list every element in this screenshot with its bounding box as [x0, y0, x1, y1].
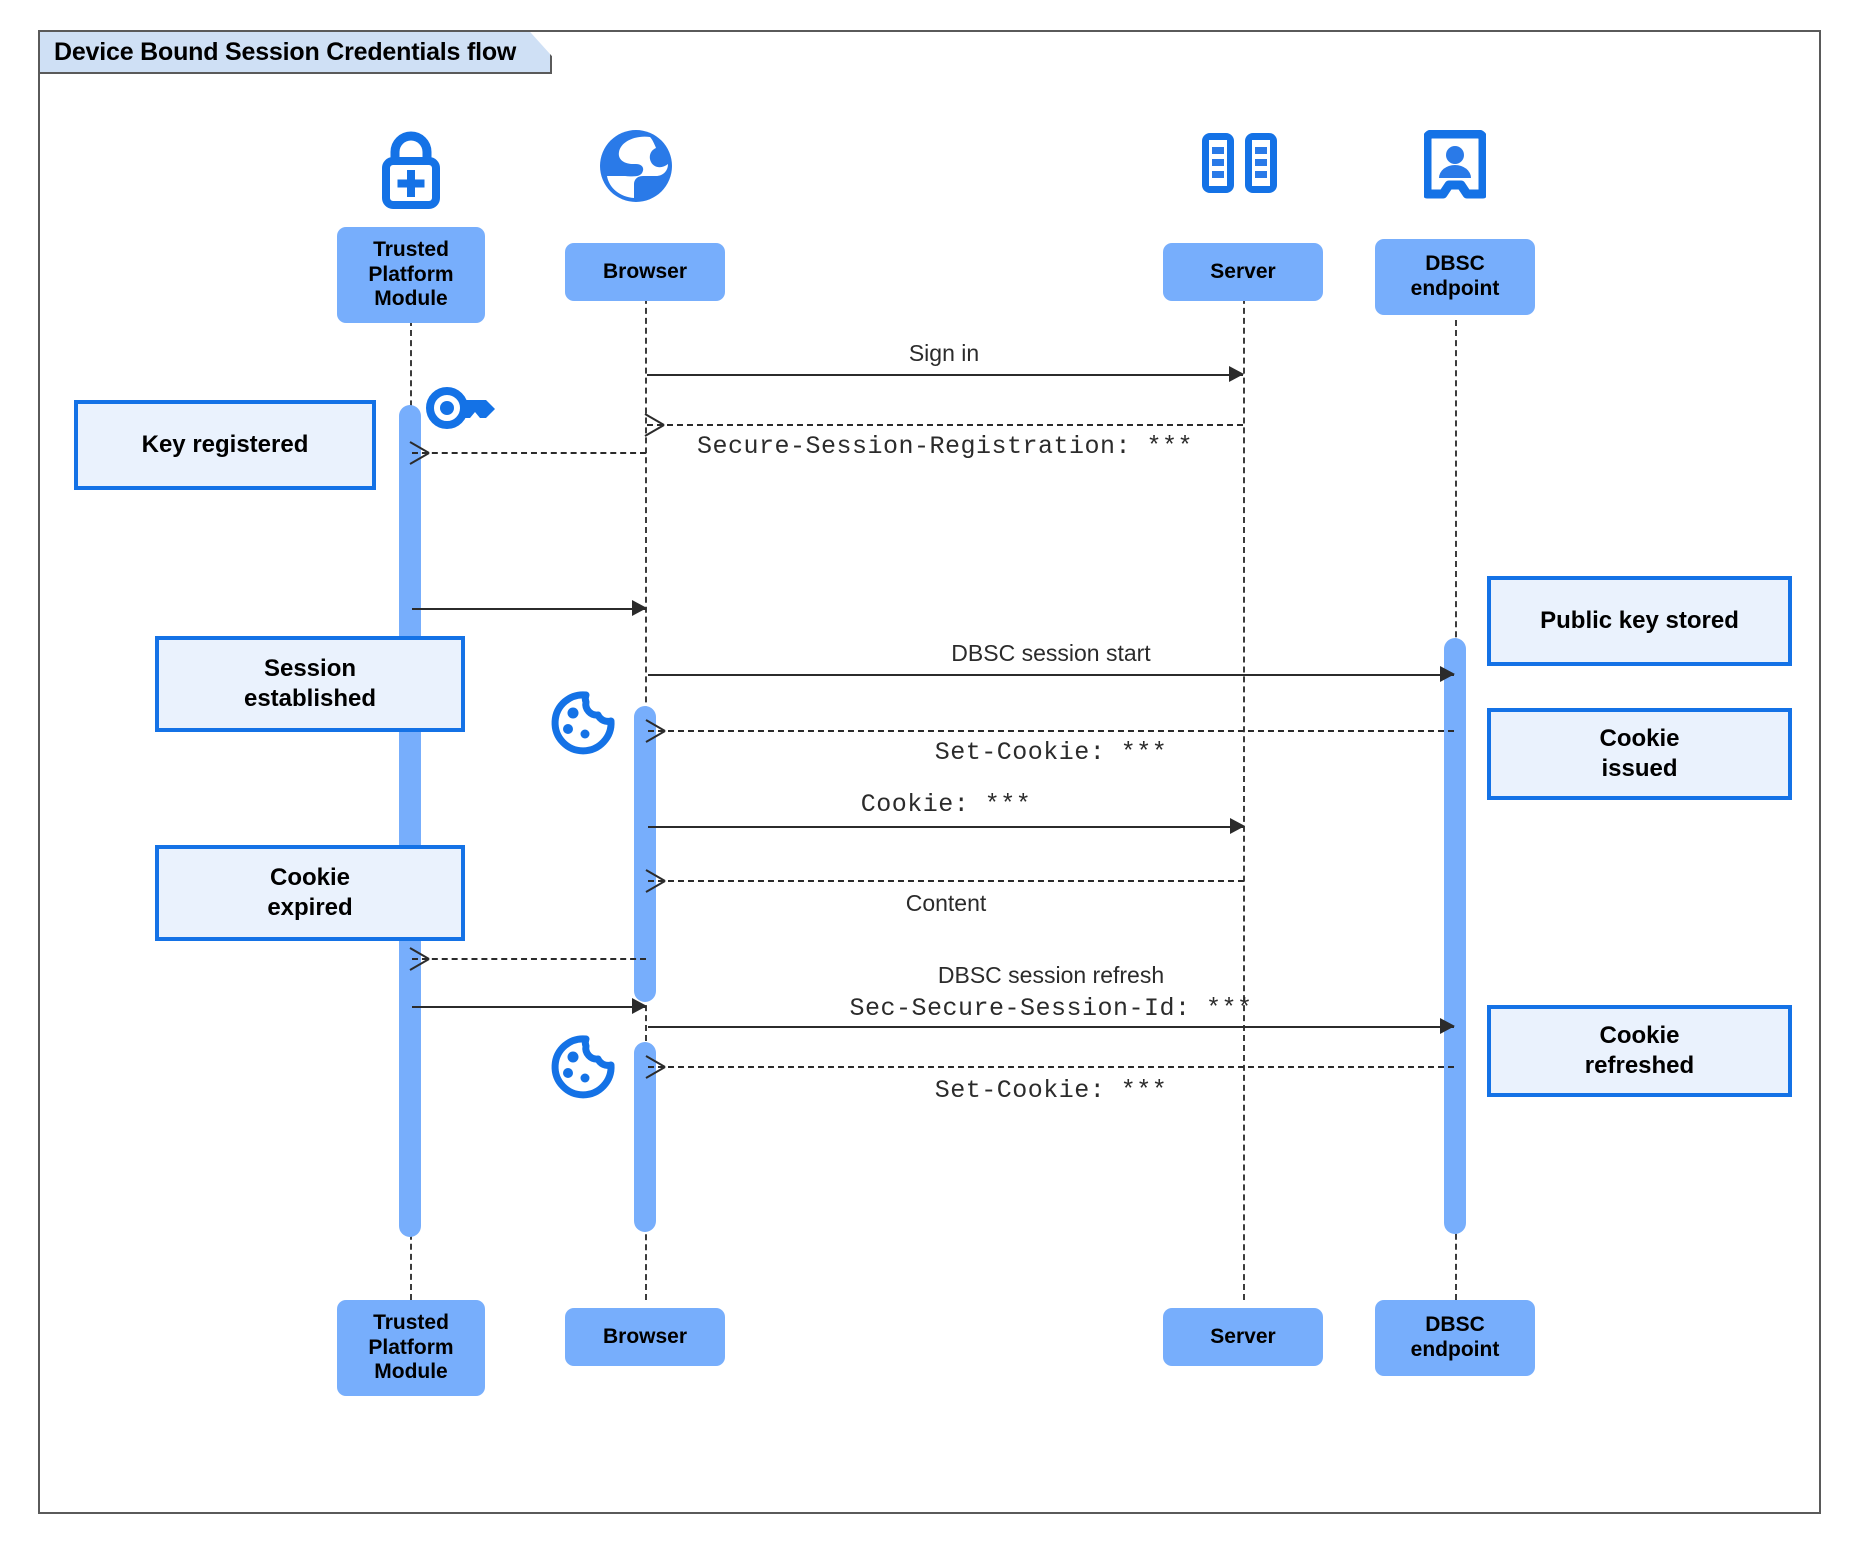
message-label-secure-session-registration: Secure-Session-Registration: ***: [696, 432, 1194, 461]
cookie-icon: [548, 1034, 616, 1105]
note-cookie-issued: Cookie issued: [1487, 708, 1792, 800]
participant-dbsc-bottom[interactable]: DBSC endpoint: [1375, 1300, 1535, 1376]
message-label-dbsc-session-refresh: DBSC session refresh: [937, 962, 1165, 988]
lock-plus-icon: [368, 128, 454, 215]
globe-icon: [596, 126, 676, 211]
note-cookie-refreshed: Cookie refreshed: [1487, 1005, 1792, 1097]
diagram-title: Device Bound Session Credentials flow: [40, 32, 552, 74]
activation-tpm: [399, 405, 421, 1237]
id-badge-icon: [1422, 129, 1488, 207]
participant-server-top[interactable]: Server: [1163, 243, 1323, 301]
participant-tpm-top[interactable]: Trusted Platform Module: [337, 227, 485, 323]
note-key-registered: Key registered: [74, 400, 376, 490]
message-label-sign-in: Sign in: [908, 340, 980, 366]
message-label-content: Content: [905, 890, 987, 916]
participant-browser-top[interactable]: Browser: [565, 243, 725, 301]
message-label-dbsc-session-start: DBSC session start: [951, 640, 1151, 666]
note-session-established: Session established: [155, 636, 465, 732]
key-icon: [424, 383, 506, 442]
message-label-set-cookie-1: Set-Cookie: ***: [934, 738, 1168, 767]
participant-dbsc-top[interactable]: DBSC endpoint: [1375, 239, 1535, 315]
note-cookie-expired: Cookie expired: [155, 845, 465, 941]
activation-dbsc: [1444, 638, 1466, 1234]
message-label-sec-secure-session-id: Sec-Secure-Session-Id: ***: [849, 994, 1253, 1023]
lifeline-server: [1243, 278, 1245, 1300]
participant-server-bottom[interactable]: Server: [1163, 1308, 1323, 1366]
participant-browser-bottom[interactable]: Browser: [565, 1308, 725, 1366]
activation-browser-2: [634, 1042, 656, 1232]
message-label-cookie: Cookie: ***: [860, 790, 1032, 819]
server-rack-icon: [1198, 130, 1282, 201]
activation-browser-1: [634, 706, 656, 1002]
note-public-key-stored: Public key stored: [1487, 576, 1792, 666]
cookie-icon: [548, 690, 616, 761]
message-label-set-cookie-2: Set-Cookie: ***: [934, 1076, 1168, 1105]
participant-tpm-bottom[interactable]: Trusted Platform Module: [337, 1300, 485, 1396]
